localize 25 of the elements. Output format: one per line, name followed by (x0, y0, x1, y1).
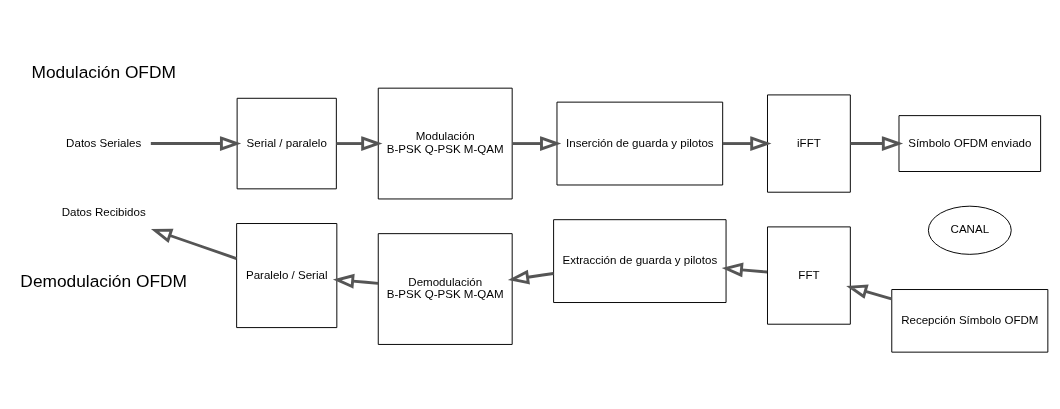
node-box: Modulación B-PSK Q-PSK M-QAM (377, 87, 513, 200)
node-box: Inserción de guarda y pilotos (556, 101, 724, 186)
node-text: Datos Recibidos (61, 205, 146, 218)
node-box: Paralelo / Serial (236, 223, 338, 329)
arrow (721, 262, 768, 278)
arrow (336, 136, 383, 151)
label: Modulación OFDM (31, 62, 176, 83)
node-box: Símbolo OFDM enviado (898, 115, 1042, 172)
node-box: Serial / paralelo (236, 97, 337, 190)
node-box: FFT (767, 226, 851, 325)
arrow (507, 269, 554, 285)
arrow (512, 136, 562, 151)
node-box: Recepción Símbolo OFDM (891, 289, 1049, 353)
label: Demodulación OFDM (20, 270, 187, 291)
node-text: Datos Seriales (66, 136, 142, 149)
arrow (150, 228, 237, 260)
arrow (846, 284, 892, 301)
node-ellipse: CANAL (927, 205, 1012, 255)
node-box: Demodulación B-PSK Q-PSK M-QAM (377, 233, 513, 345)
node-box: iFFT (767, 94, 851, 193)
arrow (332, 273, 379, 289)
node-box: Extracción de guarda y pilotos (553, 219, 727, 303)
arrow (850, 136, 904, 151)
arrow (150, 136, 242, 151)
arrow (722, 136, 772, 151)
